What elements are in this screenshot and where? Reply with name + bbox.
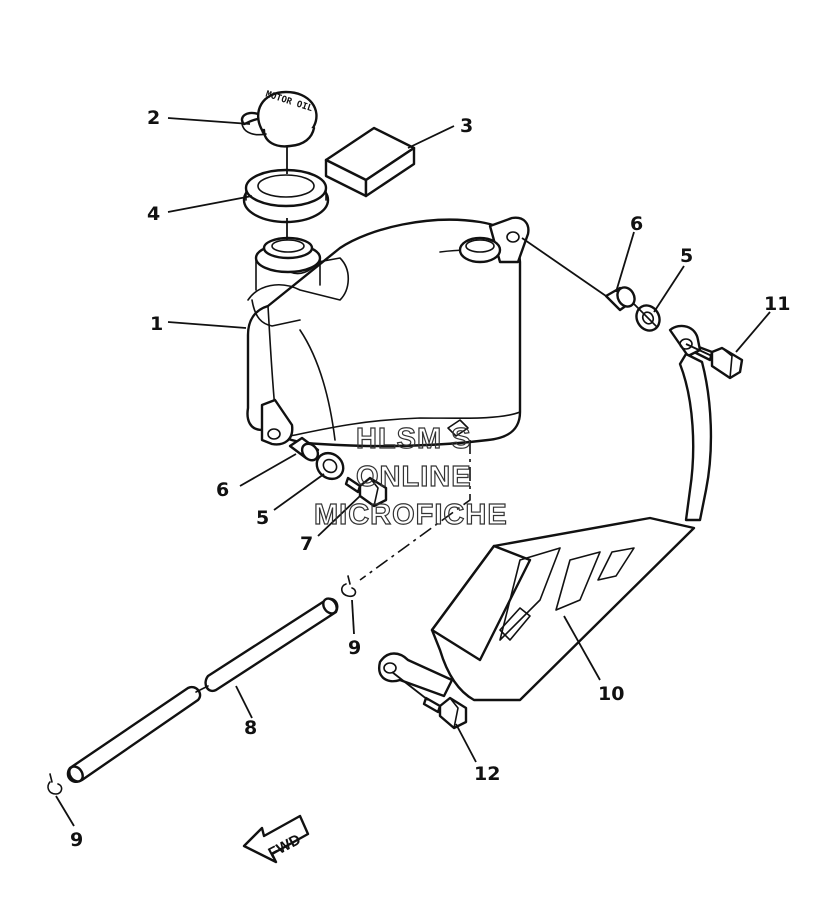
callout-5-upper: 5 — [680, 245, 693, 267]
watermark-line-1: HLSM S — [356, 423, 472, 455]
callout-9-upper: 9 — [348, 637, 361, 659]
watermark: HLSM S ONLINE MICROFICHE — [313, 422, 508, 531]
hose-clip-upper[interactable] — [340, 575, 357, 598]
callout-1: 1 — [150, 313, 163, 335]
callout-11: 11 — [764, 293, 790, 315]
callout-2: 2 — [147, 107, 160, 129]
callout-6-upper: 6 — [630, 213, 643, 235]
callout-9-lower: 9 — [70, 829, 83, 851]
bracket-to-upper-bolt-line — [685, 343, 713, 357]
bolt-bracket[interactable] — [422, 696, 468, 730]
callout-5-lower: 5 — [256, 507, 269, 529]
oil-hose[interactable] — [66, 596, 339, 784]
forward-arrow-icon: FWD — [242, 814, 310, 864]
collar-lower[interactable] — [288, 436, 321, 463]
tank-to-collar-line — [521, 237, 607, 297]
hose-clip-lower[interactable] — [47, 773, 63, 795]
bracket-to-bolt-line — [391, 671, 429, 701]
damper-lower[interactable] — [312, 448, 349, 484]
collar-to-damper-line — [633, 303, 641, 311]
watermark-line-2: ONLINE — [356, 461, 472, 493]
hose-routing-line — [359, 440, 471, 581]
oil-tank[interactable] — [246, 216, 530, 448]
callout-10: 10 — [598, 683, 624, 705]
leader-lines — [55, 117, 771, 827]
tank-bracket[interactable] — [378, 324, 713, 702]
oil-tank-cap[interactable]: MOTOR OIL — [240, 90, 318, 148]
callout-7: 7 — [300, 533, 313, 555]
callout-3: 3 — [460, 115, 473, 137]
callout-8: 8 — [244, 717, 257, 739]
callout-labels: 2 3 4 1 6 5 11 6 5 7 9 10 8 12 9 — [70, 107, 790, 851]
rubber-pad[interactable] — [324, 126, 416, 198]
callout-4: 4 — [147, 203, 160, 225]
callout-6-lower: 6 — [216, 479, 229, 501]
tank-grommet[interactable] — [242, 168, 330, 224]
collar-upper[interactable] — [604, 284, 638, 312]
watermark-line-3: MICROFICHE — [314, 499, 508, 531]
callout-12: 12 — [474, 763, 500, 785]
